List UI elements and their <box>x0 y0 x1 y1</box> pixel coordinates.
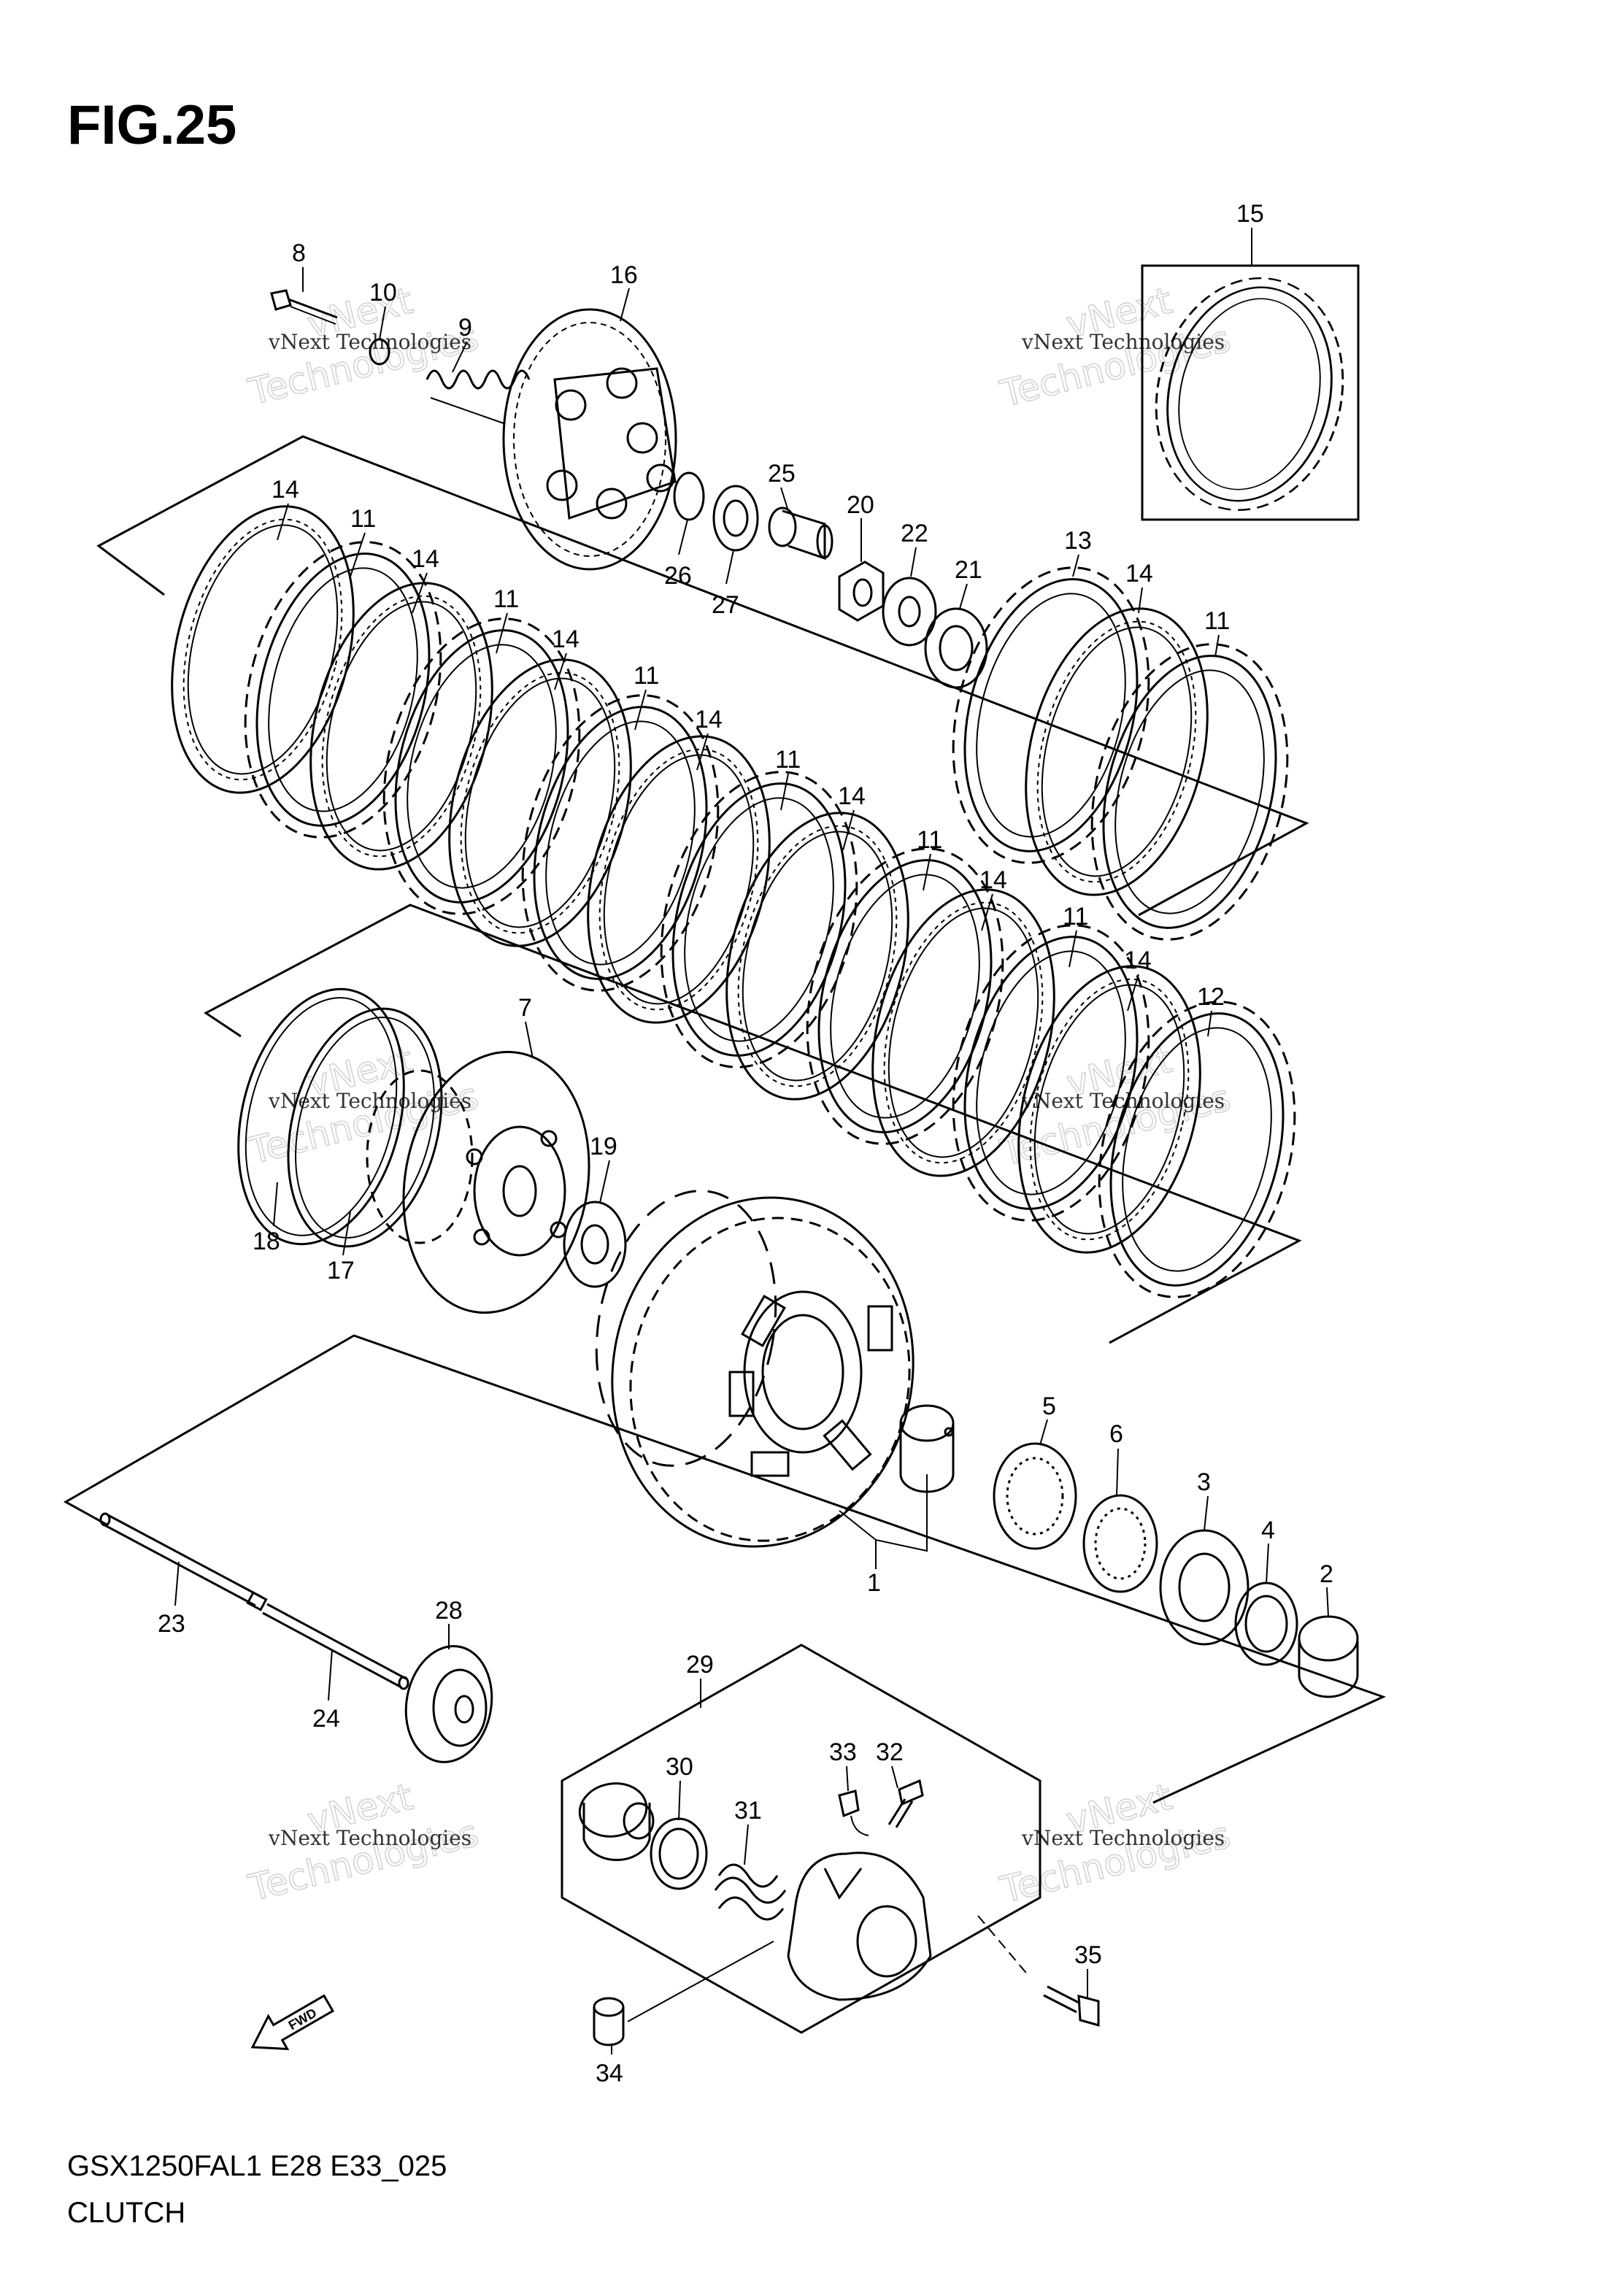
part-35-bolt[interactable] <box>1043 1985 1100 2027</box>
part-25-pushrod-piece[interactable] <box>768 506 833 560</box>
part-20-nut[interactable] <box>838 560 885 622</box>
part-33-cap[interactable] <box>838 1790 869 1836</box>
part-9-spring[interactable] <box>426 369 531 424</box>
callout-32: 32 <box>876 1738 904 1766</box>
callout-14-h: 14 <box>1125 560 1153 588</box>
callout-14-a: 14 <box>272 476 299 504</box>
callout-2: 2 <box>1320 1560 1333 1588</box>
callout-12: 12 <box>1197 983 1225 1011</box>
callout-3: 3 <box>1197 1468 1211 1496</box>
callout-14-f: 14 <box>979 866 1007 894</box>
section-name: CLUTCH <box>67 2197 186 2229</box>
callout-13: 13 <box>1064 527 1092 555</box>
arrow-left-down-icon <box>250 1994 335 2051</box>
callout-28: 28 <box>435 1597 463 1625</box>
callout-5: 5 <box>1042 1392 1056 1420</box>
callout-25: 25 <box>768 460 796 488</box>
callout-30: 30 <box>666 1753 693 1781</box>
figure-title: FIG.25 <box>67 94 237 156</box>
callout-14-b: 14 <box>412 545 439 573</box>
callout-26: 26 <box>664 562 692 590</box>
callout-22: 22 <box>901 520 928 547</box>
callout-14-g: 14 <box>1124 947 1152 974</box>
part-28-oil-seal[interactable] <box>397 1639 501 1769</box>
callout-20: 20 <box>847 491 874 519</box>
callout-labels: 8 10 9 16 15 25 20 22 21 26 27 14 11 14 … <box>158 200 1333 2087</box>
shaft-group-outline <box>63 1334 1386 1804</box>
part-14-plate-3[interactable] <box>420 639 661 967</box>
part-14-plate-2[interactable] <box>281 562 522 890</box>
watermark-small-top-right: vNext Technologies <box>1021 330 1225 354</box>
callout-4: 4 <box>1261 1517 1275 1544</box>
part-11-plate-7[interactable] <box>1061 622 1318 962</box>
callout-27: 27 <box>712 591 739 619</box>
part-14-plate-4[interactable] <box>558 715 799 1044</box>
callout-19: 19 <box>590 1133 617 1160</box>
part-7-clutch-hub[interactable] <box>366 1037 609 1328</box>
callout-11-g: 11 <box>1204 607 1230 635</box>
callout-11-e: 11 <box>917 826 942 854</box>
part-18-wire-ring[interactable] <box>213 971 429 1262</box>
part-5-needle-bearing[interactable] <box>993 1442 1077 1550</box>
part-34-dowel-pin[interactable] <box>593 1997 625 2046</box>
callout-6: 6 <box>1109 1420 1123 1448</box>
callout-14-c: 14 <box>552 625 580 653</box>
part-32-bleeder[interactable] <box>887 1779 924 1828</box>
part-13-plate[interactable] <box>923 545 1179 885</box>
callout-33: 33 <box>829 1738 857 1766</box>
part-1-clutch-housing[interactable] <box>576 1174 941 1571</box>
callout-34: 34 <box>596 2060 623 2087</box>
part-14-plate-1[interactable] <box>142 485 383 814</box>
callout-7: 7 <box>518 994 532 1022</box>
callout-8: 8 <box>292 239 306 267</box>
leader-lines <box>174 228 1329 2054</box>
callout-11-a: 11 <box>350 505 376 533</box>
callout-1: 1 <box>867 1569 881 1597</box>
callout-16: 16 <box>610 261 638 289</box>
part-31-spring[interactable] <box>714 1863 787 1921</box>
callout-18: 18 <box>253 1228 280 1255</box>
callout-31: 31 <box>734 1797 762 1825</box>
part-21-washer[interactable] <box>924 607 988 689</box>
callout-10: 10 <box>369 279 397 307</box>
part-17-spring-washer[interactable] <box>265 993 465 1263</box>
callout-11-d: 11 <box>775 746 801 774</box>
part-27-bearing[interactable] <box>712 485 759 552</box>
callout-23: 23 <box>158 1610 185 1638</box>
callout-9: 9 <box>458 314 472 342</box>
part-16-pressure-plate[interactable] <box>502 308 677 571</box>
callout-11-f: 11 <box>1063 903 1088 931</box>
part-22-lock-washer[interactable] <box>882 577 937 647</box>
callout-17: 17 <box>327 1257 355 1284</box>
callout-11-b: 11 <box>493 585 519 613</box>
callout-14-d: 14 <box>695 706 723 733</box>
part-23-push-rod[interactable] <box>99 1512 268 1611</box>
model-code: GSX1250FAL1 E28 E33_025 <box>67 2150 447 2182</box>
callout-15: 15 <box>1236 200 1264 228</box>
hub-group-outline <box>204 904 1302 1344</box>
release-group-outline <box>561 1644 1041 2034</box>
part-29-piston[interactable] <box>575 1779 655 1861</box>
part-6-needle-bearing[interactable] <box>1082 1494 1158 1593</box>
callout-11-c: 11 <box>634 662 659 690</box>
part-26-washer[interactable] <box>673 471 705 521</box>
callout-14-e: 14 <box>838 782 866 810</box>
watermark-small-bottom-left: vNext Technologies <box>268 1826 471 1850</box>
part-release-cylinder-body[interactable] <box>787 1852 932 2001</box>
part-19-washer[interactable] <box>563 1201 627 1288</box>
plate-15-box-outline <box>1141 264 1360 521</box>
callout-24: 24 <box>312 1705 340 1733</box>
watermark-small-bottom-right: vNext Technologies <box>1021 1826 1225 1850</box>
part-30-seal[interactable] <box>650 1817 708 1890</box>
part-24-push-rod[interactable] <box>262 1603 409 1690</box>
callout-29: 29 <box>686 1651 714 1679</box>
callout-35: 35 <box>1074 1941 1102 1969</box>
part-8-bolt[interactable] <box>270 289 338 325</box>
callout-21: 21 <box>955 556 982 584</box>
plate-group-outline <box>96 435 1309 917</box>
part-4-washer[interactable] <box>1234 1582 1298 1666</box>
fwd-direction-marker: FWD <box>250 1994 335 2051</box>
